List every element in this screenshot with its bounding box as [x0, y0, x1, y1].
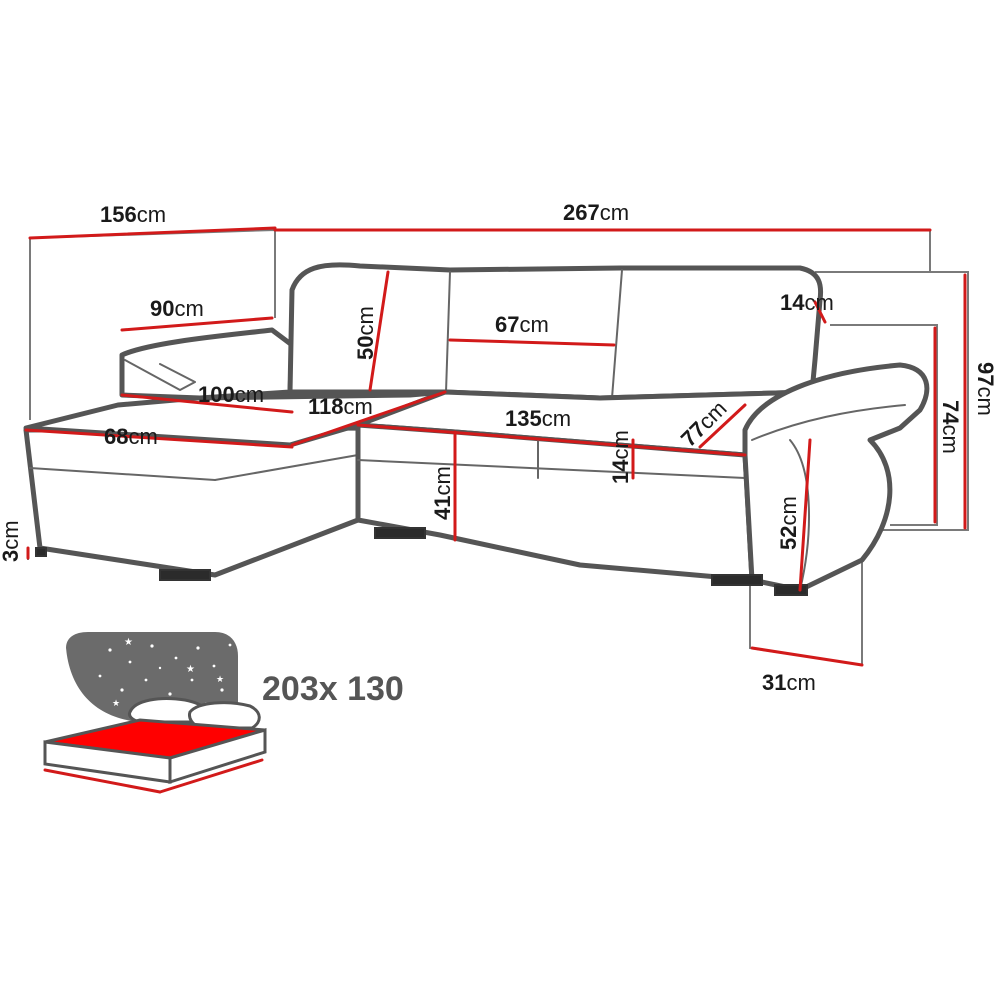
svg-text:★: ★: [112, 698, 120, 708]
dim-seat-length: 135cm: [505, 406, 571, 431]
dim-corner-depth: 156cm: [100, 202, 166, 227]
leg-2: [159, 569, 211, 581]
dim-chaise-inner-length: 118cm: [308, 394, 373, 419]
pillow-icon-2: [188, 701, 261, 730]
dimension-labels: 156cm 267cm 90cm 50cm 67cm 14cm 97cm 74c…: [0, 200, 998, 695]
svg-text:★: ★: [186, 664, 195, 675]
night-sky-icon: [66, 632, 238, 722]
dim-leg-height: 3cm: [0, 520, 23, 562]
dimension-lines: [24, 226, 967, 667]
moon-icon: [66, 648, 140, 722]
dim-total-height: 97cm: [973, 362, 998, 416]
dim-cushion-width: 67cm: [495, 312, 549, 337]
svg-text:★: ★: [124, 637, 133, 648]
leg-5: [774, 584, 808, 596]
backrest: [287, 262, 824, 401]
dim-chaise-width: 68cm: [104, 424, 158, 449]
dim-armrest-height: 14cm: [780, 290, 834, 315]
svg-text:★: ★: [216, 674, 224, 684]
leg-3: [374, 527, 426, 539]
leg-1: [35, 547, 47, 557]
right-armrest: [742, 362, 930, 593]
dim-armrest-width: 31cm: [762, 670, 816, 695]
bed-base: [43, 727, 267, 785]
sofa-body: [23, 262, 930, 593]
dim-chaise-length: 100cm: [198, 382, 264, 407]
dim-side-height: 52cm: [776, 496, 801, 550]
sleeping-function-icon: ★ ★ ★ ★: [43, 632, 267, 794]
stars-icon: ★ ★ ★ ★: [98, 637, 232, 708]
sleeping-area-label: 203x 130: [262, 670, 404, 708]
dim-total-length: 267cm: [563, 200, 629, 225]
dim-chaise-armrest: 90cm: [150, 296, 204, 321]
chaise-base: [23, 425, 361, 578]
dim-backrest-height: 50cm: [353, 306, 378, 360]
sofa-legs: [35, 527, 808, 596]
dim-seat-height: 41cm: [430, 466, 455, 520]
leg-4: [711, 574, 763, 586]
dim-cushion-thickness: 14cm: [608, 430, 633, 484]
dim-armrest-top-height: 74cm: [938, 400, 963, 454]
